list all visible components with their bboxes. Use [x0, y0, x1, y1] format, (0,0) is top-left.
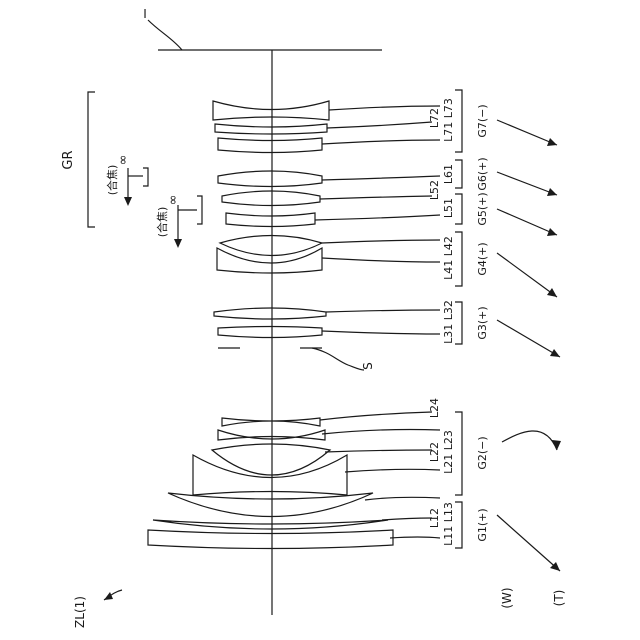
lens-l41 — [217, 248, 322, 273]
lens-l72 — [215, 124, 327, 134]
leader-l51 — [315, 215, 440, 220]
bracket-g5 — [455, 194, 462, 224]
label-g1-lenses: L11 L13 — [442, 502, 455, 546]
arrowhead-g4 — [547, 288, 557, 297]
leader-l42 — [322, 240, 440, 243]
arrowhead-g7 — [547, 138, 557, 146]
label-l12: L12 — [428, 508, 441, 528]
system-arrowhead — [104, 592, 113, 600]
focus-arrowhead-g6 — [124, 197, 132, 206]
focus-bracket-g5 — [197, 196, 202, 224]
bracket-g6 — [455, 160, 462, 188]
leader-l52 — [320, 196, 432, 199]
lens-l12 — [153, 520, 388, 529]
leader-l31 — [322, 331, 440, 334]
image-plane-label: I — [143, 7, 147, 21]
rear-group-label: GR — [61, 150, 76, 169]
image-plane-leader — [148, 20, 182, 50]
group-label-g1: G1(+) — [476, 508, 489, 541]
focus-arrowhead-g5 — [174, 239, 182, 248]
leader-l11 — [390, 537, 440, 538]
group-label-g5: G5(+) — [476, 192, 489, 225]
label-g7-lenses: L71 L73 — [442, 98, 455, 142]
leader-l41 — [322, 258, 440, 262]
label-g4-lenses: L41 L42 — [442, 236, 455, 280]
bracket-gr — [88, 92, 95, 227]
lens-l31 — [218, 327, 322, 338]
group-label-g2: G2(−) — [476, 436, 489, 469]
lens-l73 — [213, 101, 329, 120]
infinity-symbol-g5: ∞ — [166, 195, 181, 206]
leader-l61 — [322, 176, 440, 180]
group-label-g6: G6(+) — [476, 157, 489, 190]
lens-l11 — [148, 530, 393, 549]
label-l52: L52 — [428, 180, 441, 200]
leader-l12 — [382, 518, 432, 520]
arrowhead-g5 — [547, 228, 557, 236]
focus-label-g6: (合焦) — [105, 165, 119, 196]
lens-l24 — [222, 418, 320, 426]
focus-bracket-g6 — [143, 168, 148, 186]
bracket-g1 — [455, 502, 462, 548]
leader-l13 — [365, 497, 440, 500]
label-l24: L24 — [428, 398, 441, 418]
trajectory-g7 — [497, 120, 557, 145]
leader-l24 — [320, 412, 432, 420]
leader-l72 — [327, 122, 432, 128]
group-label-g4: G4(+) — [476, 242, 489, 275]
stop-label: S — [361, 362, 375, 370]
leader-l23 — [322, 430, 440, 435]
bracket-g2 — [455, 412, 462, 495]
bracket-g4 — [455, 232, 462, 286]
trajectory-g5 — [497, 209, 557, 235]
tele-label: (T) — [552, 590, 566, 607]
lens-l51 — [226, 213, 315, 227]
label-l61: L61 — [442, 164, 455, 184]
lens-l32 — [214, 308, 326, 319]
lens-l13 — [168, 493, 373, 517]
trajectory-g2 — [502, 431, 557, 450]
lens-l42 — [220, 236, 322, 256]
stop-leader — [312, 348, 364, 370]
group-label-g7: G7(−) — [476, 104, 489, 137]
trajectory-g1 — [497, 515, 560, 571]
leader-l32 — [326, 310, 440, 312]
lens-l52 — [222, 191, 320, 206]
leader-l73 — [329, 106, 440, 110]
lens-l71 — [218, 138, 322, 153]
trajectory-g6 — [497, 172, 557, 195]
bracket-g3 — [455, 302, 462, 344]
lens-l61 — [218, 171, 322, 187]
wide-label: (W) — [500, 587, 514, 608]
arrowhead-g2 — [552, 440, 561, 450]
label-l51: L51 — [442, 198, 455, 218]
leader-l22 — [325, 450, 432, 452]
trajectory-g3 — [497, 320, 560, 357]
system-label: ZL(1) — [73, 596, 87, 628]
group-label-g3: G3(+) — [476, 306, 489, 339]
label-l72: L72 — [428, 108, 441, 128]
focus-label-g5: (合焦) — [155, 207, 169, 238]
label-g2-lenses: L21 L23 — [442, 430, 455, 474]
trajectory-g4 — [497, 253, 557, 297]
arrowhead-g3 — [550, 349, 560, 357]
leader-l21 — [345, 469, 440, 472]
label-l22: L22 — [428, 442, 441, 462]
label-g3-lenses: L31 L32 — [442, 300, 455, 344]
infinity-symbol-g6: ∞ — [116, 155, 131, 166]
arrowhead-g6 — [547, 188, 557, 196]
leader-l71 — [322, 140, 440, 144]
bracket-g7 — [455, 90, 462, 152]
